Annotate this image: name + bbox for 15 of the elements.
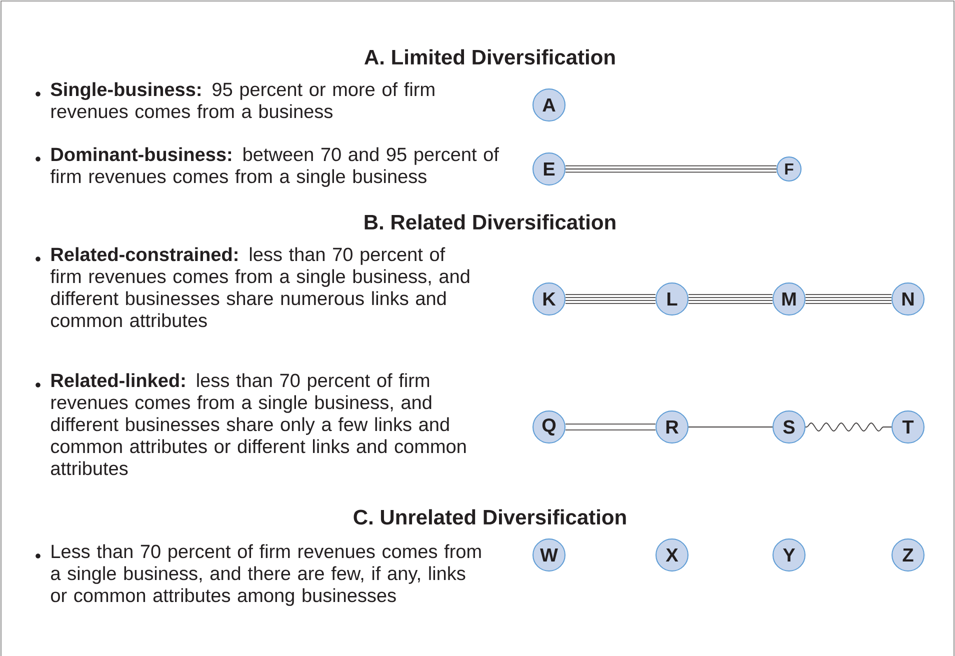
connector-line	[806, 294, 892, 304]
connector-line	[566, 294, 656, 304]
bullet-text: Dominant-business: between 70 and 95 percent of firm revenues comes from a single business	[50, 147, 499, 187]
connector-line	[566, 424, 656, 430]
section-heading: B. Related Diversification	[364, 214, 616, 230]
connector-line	[688, 294, 772, 304]
section-heading: A. Limited Diversification	[364, 49, 615, 65]
bullet-text: Related-constrained: less than 70 percent of firm revenues comes from a single business, and different businesses share numerous links and common attributes	[50, 247, 470, 328]
connector-line	[565, 165, 777, 173]
bullet-text: Less than 70 percent of firm revenues comes from a single business, and there are few, if any, links or common attributes among businesses	[51, 544, 481, 606]
bullet-text: Related-linked: less than 70 percent of firm revenues comes from a single business, and different businesses share only a few links and common attributes or different links and common attributes	[51, 373, 466, 476]
bullet-text: Single-business: 95 percent or more of firm revenues comes from a business	[50, 82, 434, 118]
connector-line	[805, 422, 892, 432]
connector-line	[688, 426, 773, 428]
section-heading: C. Unrelated Diversification	[354, 509, 626, 525]
